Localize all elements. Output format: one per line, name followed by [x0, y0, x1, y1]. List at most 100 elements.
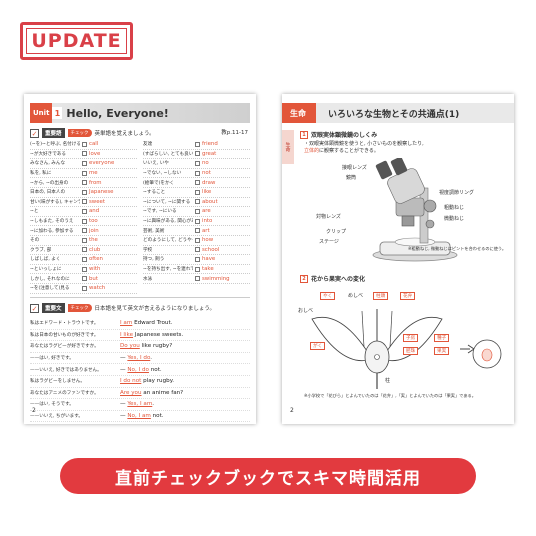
- vocab-english: about: [202, 198, 218, 205]
- vocab-checkbox: [82, 266, 87, 272]
- vocab-checkbox: [82, 285, 87, 291]
- promo-banner: 直前チェックブックでスキマ時間活用: [60, 458, 476, 494]
- vocab-japanese: ~について, ~に関する: [143, 199, 191, 205]
- vocab-checkbox: [82, 189, 87, 195]
- vocab-checkbox: [195, 170, 200, 176]
- vocab-english: the: [89, 237, 98, 244]
- vocab-checkbox: [195, 208, 200, 214]
- vocab-checkbox: [195, 189, 200, 195]
- vocab-check-tag: チェック: [67, 129, 92, 137]
- subject-tag: 生命: [282, 103, 316, 123]
- vocab-japanese: ~を持ち出す, ~を連れて行く: [143, 267, 193, 273]
- sentence-rest: not.: [148, 366, 162, 373]
- vocab-english: swimming: [202, 275, 230, 282]
- vocab-checkbox: [82, 199, 87, 205]
- sentence-japanese: ——いいえ, 好きではありません。: [30, 367, 102, 373]
- label-seed: 種子: [434, 334, 450, 342]
- sentence-prefix: —: [120, 355, 128, 362]
- label-sepal: がく: [310, 342, 326, 350]
- sentence-japanese: ——いいえ, ちがいます。: [30, 414, 83, 420]
- vocab-label: 重要語: [42, 128, 65, 138]
- sentence-rest: play rugby.: [141, 378, 174, 385]
- highlight-term: 立体的: [304, 148, 320, 154]
- sentence-row: あなたはアニメのファンですか。Are you an anime fan?: [30, 388, 250, 400]
- vocab-row: その the: [30, 236, 137, 246]
- vocab-row: どのようにして, どうやってhow: [143, 236, 250, 246]
- label-stage: ステージ: [319, 239, 339, 245]
- sentence-row: 私は日本の甘いものが好きです。I like Japanese sweets.: [30, 330, 250, 342]
- unit-tag: Unit: [30, 103, 53, 123]
- section-mark: 1: [300, 130, 308, 139]
- vocab-checkbox: [82, 247, 87, 253]
- section-microscope-header: 1 双眼実体顕微鏡のしくみ: [300, 130, 377, 139]
- sentence-row: あなたはラグビーが好きですか。Do you like rugby?: [30, 341, 250, 353]
- vocab-japanese: ~でない, ~しない: [143, 171, 182, 177]
- unit-number: 1: [52, 107, 63, 119]
- vocab-english: too: [89, 218, 98, 225]
- sentence-row: 私はエドワード・トラウトです。I am Edward Trout.: [30, 318, 250, 330]
- sentence-english: — No, I am not.: [120, 413, 164, 419]
- label-stalk: 柱: [385, 378, 391, 384]
- vocab-japanese: ~すること: [143, 190, 166, 196]
- vocab-english: everyone: [89, 160, 115, 167]
- sentence-english: Are you an anime fan?: [120, 390, 183, 396]
- vocab-english: me: [89, 170, 98, 177]
- vocab-english: call: [89, 141, 99, 148]
- sentence-english: — Yes, I do.: [120, 355, 152, 361]
- vocab-japanese: ~と: [30, 209, 39, 215]
- vocab-english: into: [202, 218, 213, 225]
- label-pistil: めしべ: [348, 293, 364, 299]
- vocab-japanese: クラブ, 部: [30, 247, 52, 253]
- page-number: 2: [290, 407, 294, 414]
- vocab-checkbox: [82, 228, 87, 234]
- vocab-checkbox: [195, 151, 200, 157]
- vocab-english: often: [89, 256, 103, 263]
- microscope-illustration: [372, 158, 458, 262]
- section-divider: [30, 297, 250, 298]
- sentence-check-tag: チェック: [67, 304, 92, 312]
- sentence-rest: not.: [150, 413, 164, 420]
- vocab-checkbox: [195, 228, 200, 234]
- vocab-japanese: ~に興味がある, 関心がある: [143, 219, 193, 225]
- vocab-japanese: ~に加わる, 参加する: [30, 228, 74, 234]
- sentence-blank: I like: [120, 331, 134, 338]
- vocab-japanese: 甘い(味がする), キャンディー: [30, 199, 80, 205]
- vocab-english: no: [202, 160, 209, 167]
- vocab-english: sweet: [89, 198, 105, 205]
- vocab-japanese: ~から, ~の出身の: [30, 180, 69, 186]
- vocab-row: 甘い(味がする), キャンディー sweet: [30, 198, 137, 208]
- unit-title: Hello, Everyone!: [66, 106, 169, 120]
- sentence-instruction: 日本語を見て英文が言えるようになりましょう。: [94, 306, 216, 312]
- sentence-blank: No, I am: [127, 413, 151, 420]
- vocab-english: and: [89, 208, 100, 215]
- sentence-row: 私はアニメのファンではありません。I am not an anime fan.: [30, 422, 250, 424]
- vocab-english: school: [202, 246, 220, 253]
- left-page: Unit 1 Hello, Everyone! ✓ 重要語 チェック 英単語を覚…: [24, 94, 256, 424]
- sentence-english: Do you like rugby?: [120, 343, 172, 349]
- vocab-japanese: 水泳: [143, 276, 153, 282]
- label-diopter: 視度調節リング: [439, 190, 475, 196]
- sentence-section-header: ✓ 重要文 チェック 日本語を見て英文が言えるようになりましょう。: [30, 303, 215, 313]
- label-clip: クリップ: [326, 229, 347, 235]
- flower-illustration: [311, 309, 502, 389]
- vocab-japanese: (すばらしい, とても良い: [143, 151, 193, 157]
- sentence-english: I am Edward Trout.: [120, 320, 172, 326]
- vocab-row: ~について, ~に関する about: [143, 198, 250, 208]
- vocab-english: are: [202, 208, 211, 215]
- vocab-row: ~を持ち出す, ~を連れて行くtake: [143, 265, 250, 275]
- vocab-japanese: その: [30, 238, 40, 244]
